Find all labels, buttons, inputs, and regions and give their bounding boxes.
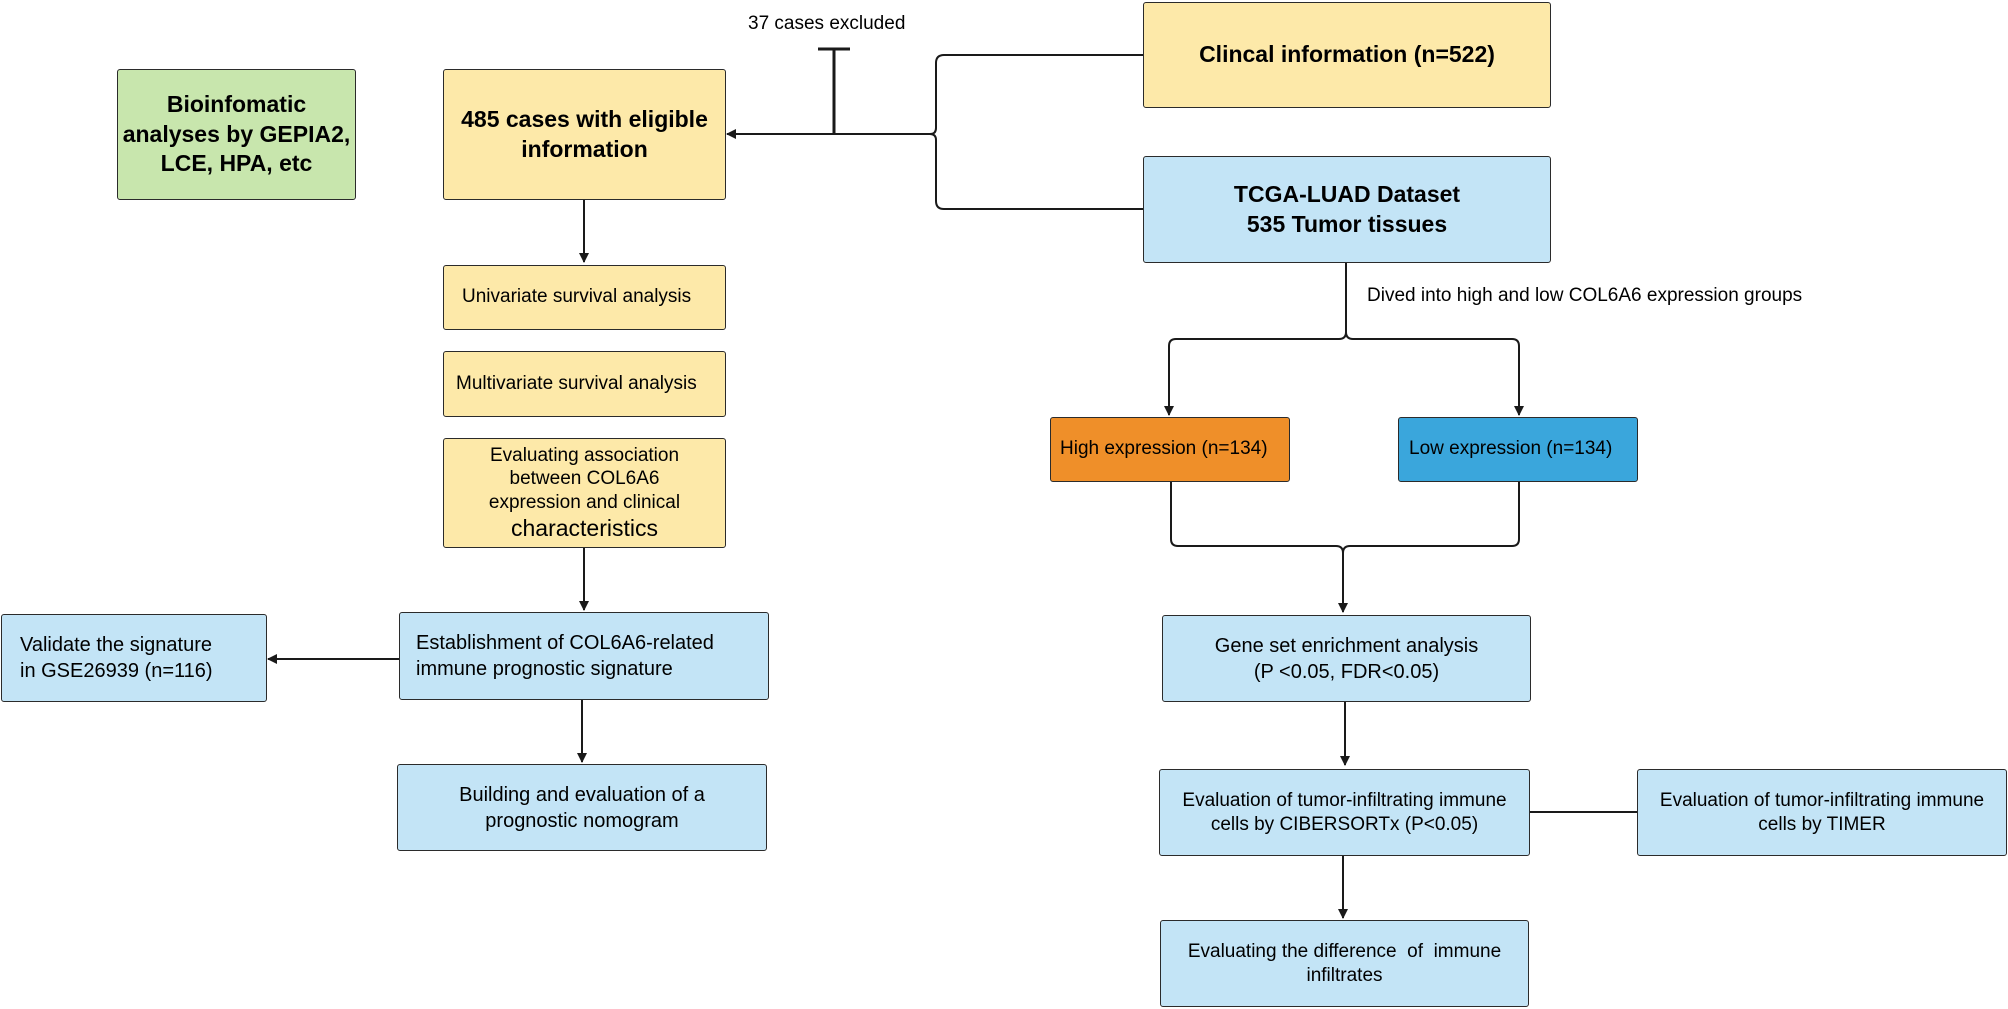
- box-gsea: Gene set enrichment analysis (P <0.05, F…: [1162, 615, 1531, 702]
- connector-split-low: [1345, 331, 1524, 416]
- box-validate-signature: Validate the signature in GSE26939 (n=11…: [1, 614, 267, 702]
- box-tcga-dataset-line2: 535 Tumor tissues: [1246, 210, 1448, 237]
- box-multivariate-survival: Multivariate survival analysis: [443, 351, 726, 417]
- box-univariate-survival: Univariate survival analysis: [443, 265, 726, 330]
- box-eligible-cases: 485 cases with eligible information: [443, 69, 726, 200]
- box-multivariate-survival-text: Multivariate survival analysis: [456, 372, 697, 394]
- connector-tcga-split: [1164, 263, 1347, 416]
- box-evaluating-association: Evaluating association between COL6A6 ex…: [443, 438, 726, 548]
- box-bioinformatic: Bioinfomatic analyses by GEPIA2, LCE, HP…: [117, 69, 356, 200]
- label-divided-groups: Dived into high and low COL6A6 expressio…: [1367, 285, 1803, 306]
- box-evaluating-association-last: characteristics: [511, 514, 658, 541]
- connector-clinical: [929, 54, 1143, 135]
- box-cibersortx-text: Evaluation of tumor-infiltrating immune …: [1182, 789, 1507, 835]
- box-validate-signature-text: Validate the signature in GSE26939 (n=11…: [20, 634, 213, 682]
- connector-high-merge: [1170, 482, 1344, 554]
- box-univariate-survival-text: Univariate survival analysis: [462, 286, 692, 308]
- box-gsea-line2: (P <0.05, FDR<0.05): [1253, 660, 1440, 683]
- box-immune-difference: Evaluating the difference of immune infi…: [1160, 920, 1529, 1007]
- box-clinical-information: Clincal information (n=522): [1143, 2, 1551, 108]
- box-low-expression-text: Low expression (n=134): [1409, 438, 1613, 460]
- box-eligible-cases-text: 485 cases with eligible information: [461, 105, 708, 162]
- box-immune-difference-text: Evaluating the difference of immune infi…: [1187, 940, 1507, 986]
- box-signature-establishment-text: Establishment of COL6A6-related immune p…: [416, 632, 714, 680]
- box-tcga-dataset-line1: TCGA-LUAD Dataset: [1233, 180, 1461, 207]
- box-tcga-dataset: TCGA-LUAD Dataset 535 Tumor tissues: [1143, 156, 1551, 263]
- box-clinical-information-text: Clincal information (n=522): [1199, 41, 1495, 68]
- box-gsea-line1: Gene set enrichment analysis: [1214, 634, 1479, 657]
- box-bioinformatic-text: Bioinfomatic analyses by GEPIA2, LCE, HP…: [122, 90, 351, 177]
- box-low-expression: Low expression (n=134): [1398, 417, 1638, 482]
- box-high-expression-text: High expression (n=134): [1060, 438, 1268, 460]
- box-high-expression: High expression (n=134): [1050, 417, 1290, 482]
- box-cibersortx: Evaluation of tumor-infiltrating immune …: [1159, 769, 1530, 856]
- box-signature-establishment: Establishment of COL6A6-related immune p…: [399, 612, 769, 700]
- box-nomogram: Building and evaluation of a prognostic …: [397, 764, 767, 851]
- connector-low-merge: [1342, 482, 1520, 554]
- connector-tcga: [929, 133, 1143, 210]
- label-cases-excluded: 37 cases excluded: [748, 13, 906, 34]
- box-timer: Evaluation of tumor-infiltrating immune …: [1637, 769, 2007, 856]
- box-evaluating-association-text: Evaluating association between COL6A6 ex…: [488, 445, 681, 513]
- box-timer-text: Evaluation of tumor-infiltrating immune …: [1659, 789, 1985, 835]
- box-nomogram-text: Building and evaluation of a prognostic …: [459, 783, 705, 832]
